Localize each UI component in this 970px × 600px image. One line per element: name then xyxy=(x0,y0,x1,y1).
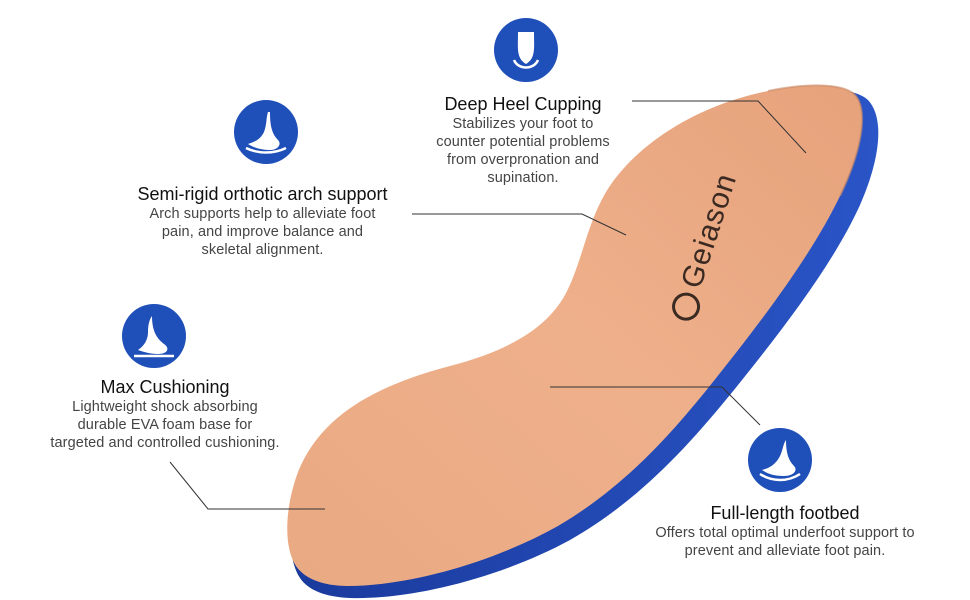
feature-desc-line: targeted and controlled cushioning. xyxy=(50,435,280,451)
foot-cushion-icon xyxy=(122,304,186,368)
feature-desc: Stabilizes your foot to counter potentia… xyxy=(400,115,646,187)
feature-desc: Offers total optimal underfoot support t… xyxy=(612,524,958,560)
foot-arch-icon xyxy=(234,100,298,164)
heel-rim xyxy=(767,84,864,197)
feature-desc-line: Arch supports help to alleviate foot xyxy=(149,206,376,222)
feature-title: Max Cushioning xyxy=(100,377,230,397)
feature-desc-line: from overpronation and xyxy=(446,152,600,168)
feature-deep-heel-cupping: Deep Heel Cupping Stabilizes your foot t… xyxy=(400,93,646,187)
feature-desc-line: Offers total optimal underfoot support t… xyxy=(655,525,915,541)
insole-top-layer xyxy=(287,85,863,586)
leader-line-heel xyxy=(632,100,807,154)
feature-desc-line: counter potential problems xyxy=(436,134,610,150)
feature-desc-line: prevent and alleviate foot pain. xyxy=(684,543,886,559)
feature-desc: Lightweight shock absorbing durable EVA … xyxy=(10,398,320,452)
feature-desc-line: Lightweight shock absorbing xyxy=(72,399,258,415)
feature-full-length-footbed: Full-length footbed Offers total optimal… xyxy=(612,502,958,560)
leader-line-arch xyxy=(412,213,627,236)
feature-desc: Arch supports help to alleviate foot pai… xyxy=(110,205,415,259)
feature-desc-line: pain, and improve balance and xyxy=(161,224,364,240)
heel-cup-icon xyxy=(494,18,558,82)
feature-max-cushioning: Max Cushioning Lightweight shock absorbi… xyxy=(10,376,320,452)
feature-desc-line: skeletal alignment. xyxy=(201,242,324,258)
feature-title: Full-length footbed xyxy=(710,503,860,523)
feature-desc-line: durable EVA foam base for xyxy=(77,417,253,433)
leader-line-cushion xyxy=(169,461,325,510)
feature-desc-line: supination. xyxy=(487,170,559,186)
leader-line-footbed xyxy=(550,386,761,426)
feature-desc-line: Stabilizes your foot to xyxy=(452,116,594,132)
foot-footbed-icon xyxy=(748,428,812,492)
feature-title: Deep Heel Cupping xyxy=(444,94,602,114)
feature-title: Semi-rigid orthotic arch support xyxy=(137,184,388,204)
feature-arch-support: Semi-rigid orthotic arch support Arch su… xyxy=(110,183,415,259)
